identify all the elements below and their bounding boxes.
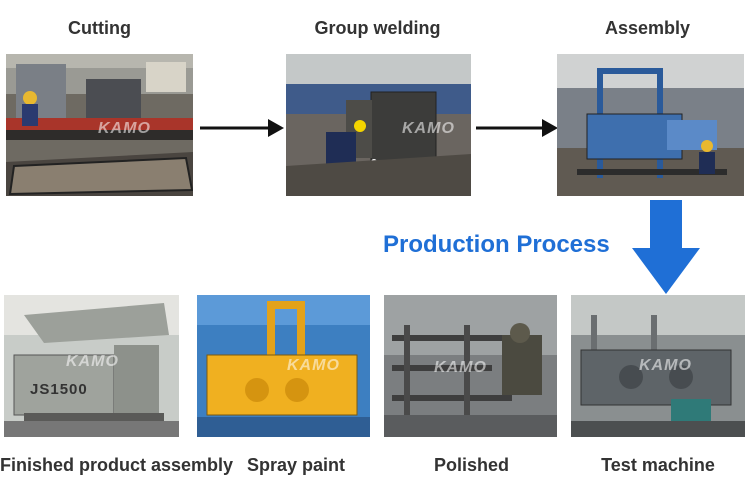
step-label-polished: Polished bbox=[433, 455, 509, 475]
group-welding-photo: KAMO bbox=[286, 54, 471, 196]
watermark: KAMO bbox=[66, 353, 119, 370]
step-label-spray-paint: Spray paint bbox=[246, 455, 346, 475]
arrow-right-icon bbox=[200, 119, 284, 137]
watermark: KAMO bbox=[287, 357, 340, 374]
watermark: KAMO bbox=[434, 359, 487, 376]
step-label-finished-product-assembly: Finished product assembly bbox=[0, 455, 234, 475]
assembly-photo bbox=[557, 54, 744, 196]
watermark: KAMO bbox=[402, 120, 455, 137]
step-label-assembly: Assembly bbox=[604, 18, 691, 38]
arrow-down-icon bbox=[632, 200, 700, 294]
step-label-test-machine: Test machine bbox=[601, 455, 715, 475]
page-title: Production Process bbox=[383, 231, 610, 258]
test-machine-photo: KAMO bbox=[571, 295, 745, 437]
cutting-photo: KAMO bbox=[6, 54, 193, 196]
finished-product-assembly-photo: JS1500 KAMO bbox=[4, 295, 179, 437]
step-label-cutting: Cutting bbox=[68, 18, 131, 38]
machine-model-text: JS1500 bbox=[30, 381, 88, 398]
arrow-right-icon bbox=[476, 119, 558, 137]
step-label-group-welding: Group welding bbox=[314, 18, 441, 38]
polished-photo: KAMO bbox=[384, 295, 557, 437]
spray-paint-photo: KAMO bbox=[197, 295, 370, 437]
watermark: KAMO bbox=[98, 120, 151, 137]
watermark: KAMO bbox=[639, 357, 692, 374]
